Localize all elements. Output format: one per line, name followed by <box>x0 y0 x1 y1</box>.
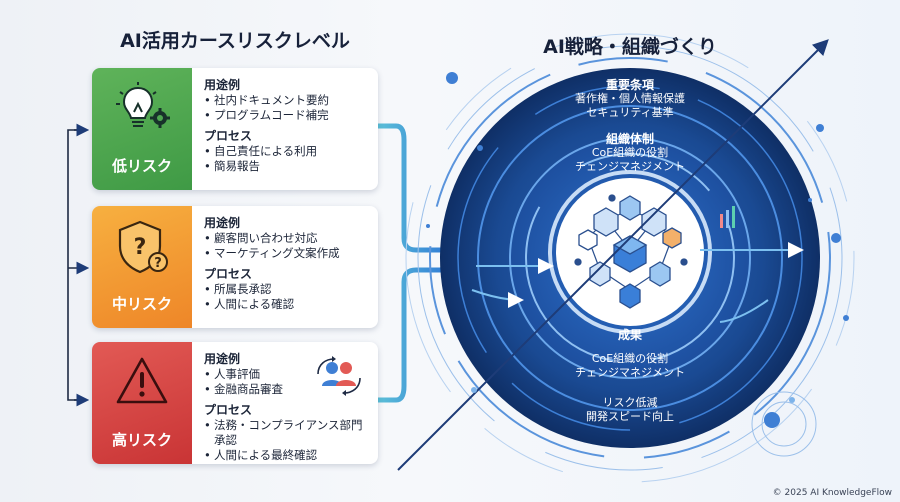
usage-heading: 用途例 <box>204 78 241 92</box>
risk-card-mid: ? ? 中リスク 用途例 顧客問い合わせ対応 マーケティング文案作成 プロセス … <box>92 206 378 328</box>
usage-item: プログラムコード補完 <box>204 108 370 123</box>
growth-arrow <box>397 39 829 471</box>
ring-line: 著作権・個人情報保護 <box>575 92 685 105</box>
outer-rings <box>405 33 855 483</box>
risk-card-low: 低リスク 用途例 社内ドキュメント要約 プログラムコード補完 プロセス 自己責任… <box>92 68 378 190</box>
usage-item: 金融商品審査 <box>204 382 370 397</box>
risk-card-high: 高リスク 用途例 人事評価 金融商品審査 プロセス 法務・コンプライアンス部門承… <box>92 342 378 464</box>
copyright: © 2025 AI KnowledgeFlow <box>772 488 892 498</box>
hexagon-network-icon <box>574 194 688 309</box>
risk-level-label: 高リスク <box>111 431 172 449</box>
ring-4-arc <box>525 153 735 363</box>
ring-line: 開発スピード向上 <box>586 410 674 423</box>
ring-text-results: 成果 CoE組織の役割 チェンジマネジメント <box>560 328 700 380</box>
people-cycle-icon <box>317 356 361 396</box>
risk-card-high-side: 高リスク <box>92 342 192 464</box>
circle-arrows <box>471 242 804 323</box>
risk-card-mid-side: ? ? 中リスク <box>92 206 192 328</box>
risk-card-high-body: 用途例 人事評価 金融商品審査 プロセス 法務・コンプライアンス部門承認 人間に… <box>204 350 370 463</box>
ring-2 <box>477 105 783 411</box>
risk-card-low-side: 低リスク <box>92 68 192 190</box>
usage-item: マーケティング文案作成 <box>204 246 370 261</box>
svg-text:?: ? <box>134 235 147 260</box>
process-item: 自己責任による利用 <box>204 144 370 159</box>
process-heading: プロセス <box>204 129 253 143</box>
decorative-dots <box>426 72 849 428</box>
process-item: 所属長承認 <box>204 282 370 297</box>
ring-line: チェンジマネジメント <box>575 366 685 379</box>
ring-text-outcome: リスク低減 開発スピード向上 <box>560 396 700 424</box>
ring-line: リスク低減 <box>602 396 658 409</box>
usage-heading: 用途例 <box>204 352 241 366</box>
process-item: 法務・コンプライアンス部門承認 <box>204 418 370 448</box>
risk-level-label: 中リスク <box>111 295 172 313</box>
ring-text-important: 重要条項 著作権・個人情報保護 セキュリティ基準 <box>560 78 700 120</box>
usage-heading: 用途例 <box>204 216 241 230</box>
ring-line: CoE組織の役割 <box>591 146 669 159</box>
usage-item: 顧客問い合わせ対応 <box>204 231 370 246</box>
ring-text-organization: 組織体制 CoE組織の役割 チェンジマネジメント <box>560 132 700 174</box>
ring-heading: 組織体制 <box>605 132 654 146</box>
lightbulb-gear-icon <box>116 82 170 128</box>
ring-line: CoE組織の役割 <box>591 352 669 365</box>
bottom-right-rings <box>751 391 817 457</box>
risk-card-low-body: 用途例 社内ドキュメント要約 プログラムコード補完 プロセス 自己責任による利用… <box>204 76 370 174</box>
left-bracket <box>67 123 90 407</box>
usage-item: 社内ドキュメント要約 <box>204 93 370 108</box>
warning-triangle-icon <box>116 357 168 404</box>
process-item: 簡易報告 <box>204 159 370 174</box>
svg-text:?: ? <box>154 256 162 271</box>
process-item: 人間による最終確認 <box>204 448 370 463</box>
risk-card-mid-body: 用途例 顧客問い合わせ対応 マーケティング文案作成 プロセス 所属長承認 人間に… <box>204 214 370 312</box>
bar-chart-icon <box>720 206 735 228</box>
process-heading: プロセス <box>204 403 253 417</box>
risk-level-label: 低リスク <box>111 157 172 175</box>
card-connectors <box>375 123 453 403</box>
left-title: AI活用カースリスクレベル <box>120 30 350 52</box>
shield-question-icon: ? ? <box>118 220 168 274</box>
ring-line: チェンジマネジメント <box>575 160 685 173</box>
ring-heading: 重要条項 <box>605 78 654 92</box>
ring-heading: 成果 <box>617 328 642 342</box>
right-title: AI戦略・組織づくり <box>543 36 717 58</box>
ring-line: セキュリティ基準 <box>586 106 674 119</box>
process-item: 人間による確認 <box>204 297 370 312</box>
ring-5-arc <box>457 85 803 431</box>
process-heading: プロセス <box>204 267 253 281</box>
usage-item: 人事評価 <box>204 367 370 382</box>
